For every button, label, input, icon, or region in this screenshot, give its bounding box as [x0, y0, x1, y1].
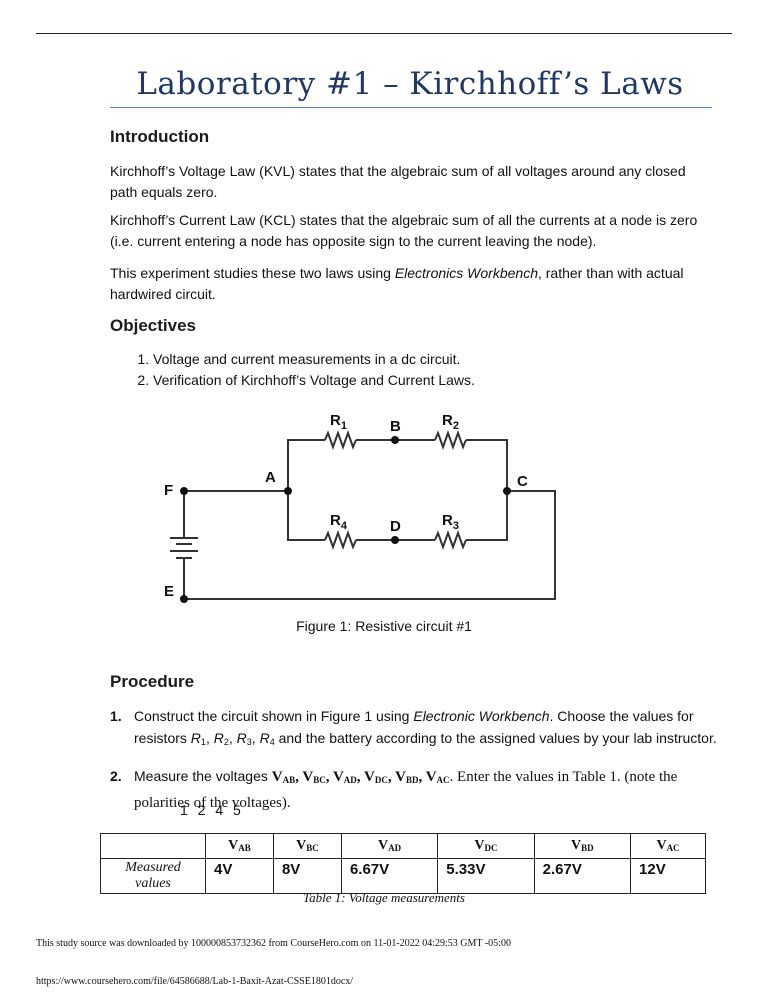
- label-r1: R1: [330, 412, 347, 432]
- node-a-dot: [284, 487, 292, 495]
- node-label-d: D: [390, 518, 401, 535]
- kvl-paragraph: Kirchhoff’s Voltage Law (KVL) states tha…: [110, 163, 686, 200]
- objective-item: Verification of Kirchhoff’s Voltage and …: [153, 370, 475, 391]
- node-label-e: E: [164, 583, 174, 600]
- table-header: VBC: [272, 833, 342, 859]
- wire-top-c: [466, 439, 508, 491]
- node-d-dot: [391, 536, 399, 544]
- table-header: VBD: [533, 833, 632, 859]
- table-header: VAB: [205, 833, 274, 859]
- table-cell: 4V: [205, 858, 274, 894]
- label-r4: R4: [330, 512, 348, 532]
- kcl-paragraph: Kirchhoff’s Current Law (KCL) states tha…: [110, 212, 698, 249]
- introduction-heading: Introduction: [110, 127, 210, 146]
- footer-url[interactable]: https://www.coursehero.com/file/64586688…: [36, 976, 354, 987]
- table-header: VAC: [630, 833, 706, 859]
- node-c-dot: [503, 487, 511, 495]
- table-header: VAD: [340, 833, 439, 859]
- procedure-heading: Procedure: [110, 672, 195, 691]
- procedure-step-1: 1. Construct the circuit shown in Figure…: [110, 705, 725, 753]
- node-label-f: F: [164, 482, 173, 499]
- table-cell: 5.33V: [437, 858, 535, 894]
- software-name: Electronics Workbench: [394, 265, 538, 281]
- table-header: VDC: [437, 833, 535, 859]
- voltage-table: VAB VBC VAD VDC VBD VAC Measured values …: [100, 833, 706, 894]
- node-f-dot: [180, 487, 188, 495]
- node-label-a: A: [265, 469, 276, 486]
- title-underline: [110, 107, 712, 108]
- table-cell: 6.67V: [340, 858, 439, 894]
- step-number: 2.: [110, 768, 122, 784]
- resistor-r1: [324, 430, 357, 450]
- footer-source: This study source was downloaded by 1000…: [36, 938, 511, 949]
- table-cell: 2.67V: [533, 858, 632, 894]
- wire-a-top: [287, 439, 325, 491]
- software-name: Electronic Workbench: [413, 708, 550, 724]
- voltage-list: VAB, VBC, VAD, VDC, VBD, VAC: [271, 769, 450, 785]
- circuit-diagram: A B C D E F R1 R2 R3 R4: [164, 412, 556, 603]
- wire-e-c: [184, 490, 556, 600]
- row-label: Measured values: [100, 858, 206, 894]
- node-b-dot: [391, 436, 399, 444]
- node-label-b: B: [390, 418, 401, 435]
- label-r3: R3: [442, 512, 459, 532]
- node-label-c: C: [517, 473, 528, 490]
- node-e-dot: [180, 595, 188, 603]
- page-title: Laboratory #1 – Kirchhoff’s Laws: [136, 66, 684, 102]
- objective-item: Voltage and current measurements in a dc…: [153, 349, 475, 370]
- wire-bottom-c: [466, 491, 508, 541]
- resistor-r4: [324, 530, 357, 550]
- handwritten-note: 1 2 4 5: [180, 802, 244, 818]
- table-caption: Table 1: Voltage measurements: [303, 890, 465, 905]
- objectives-list: Voltage and current measurements in a dc…: [110, 349, 475, 391]
- battery-symbol: [170, 537, 198, 559]
- table-cell: 12V: [630, 858, 706, 894]
- procedure-step-2: 2. Measure the voltages VAB, VBC, VAD, V…: [110, 765, 725, 814]
- label-r2: R2: [442, 412, 459, 432]
- table-corner-cell: [100, 833, 206, 859]
- wire-a-bottom: [287, 491, 325, 541]
- resistor-r2: [434, 430, 467, 450]
- objectives-heading: Objectives: [110, 316, 196, 335]
- figure-caption: Figure 1: Resistive circuit #1: [296, 618, 472, 634]
- top-rule: [36, 33, 732, 34]
- table-header-row: VAB VBC VAD VDC VBD VAC: [100, 833, 706, 859]
- table-cell: 8V: [272, 858, 342, 894]
- step-number: 1.: [110, 708, 122, 724]
- table-row: Measured values 4V 8V 6.67V 5.33V 2.67V …: [100, 858, 706, 894]
- experiment-paragraph: This experiment studies these two laws u…: [110, 265, 684, 302]
- resistor-r3: [434, 530, 467, 550]
